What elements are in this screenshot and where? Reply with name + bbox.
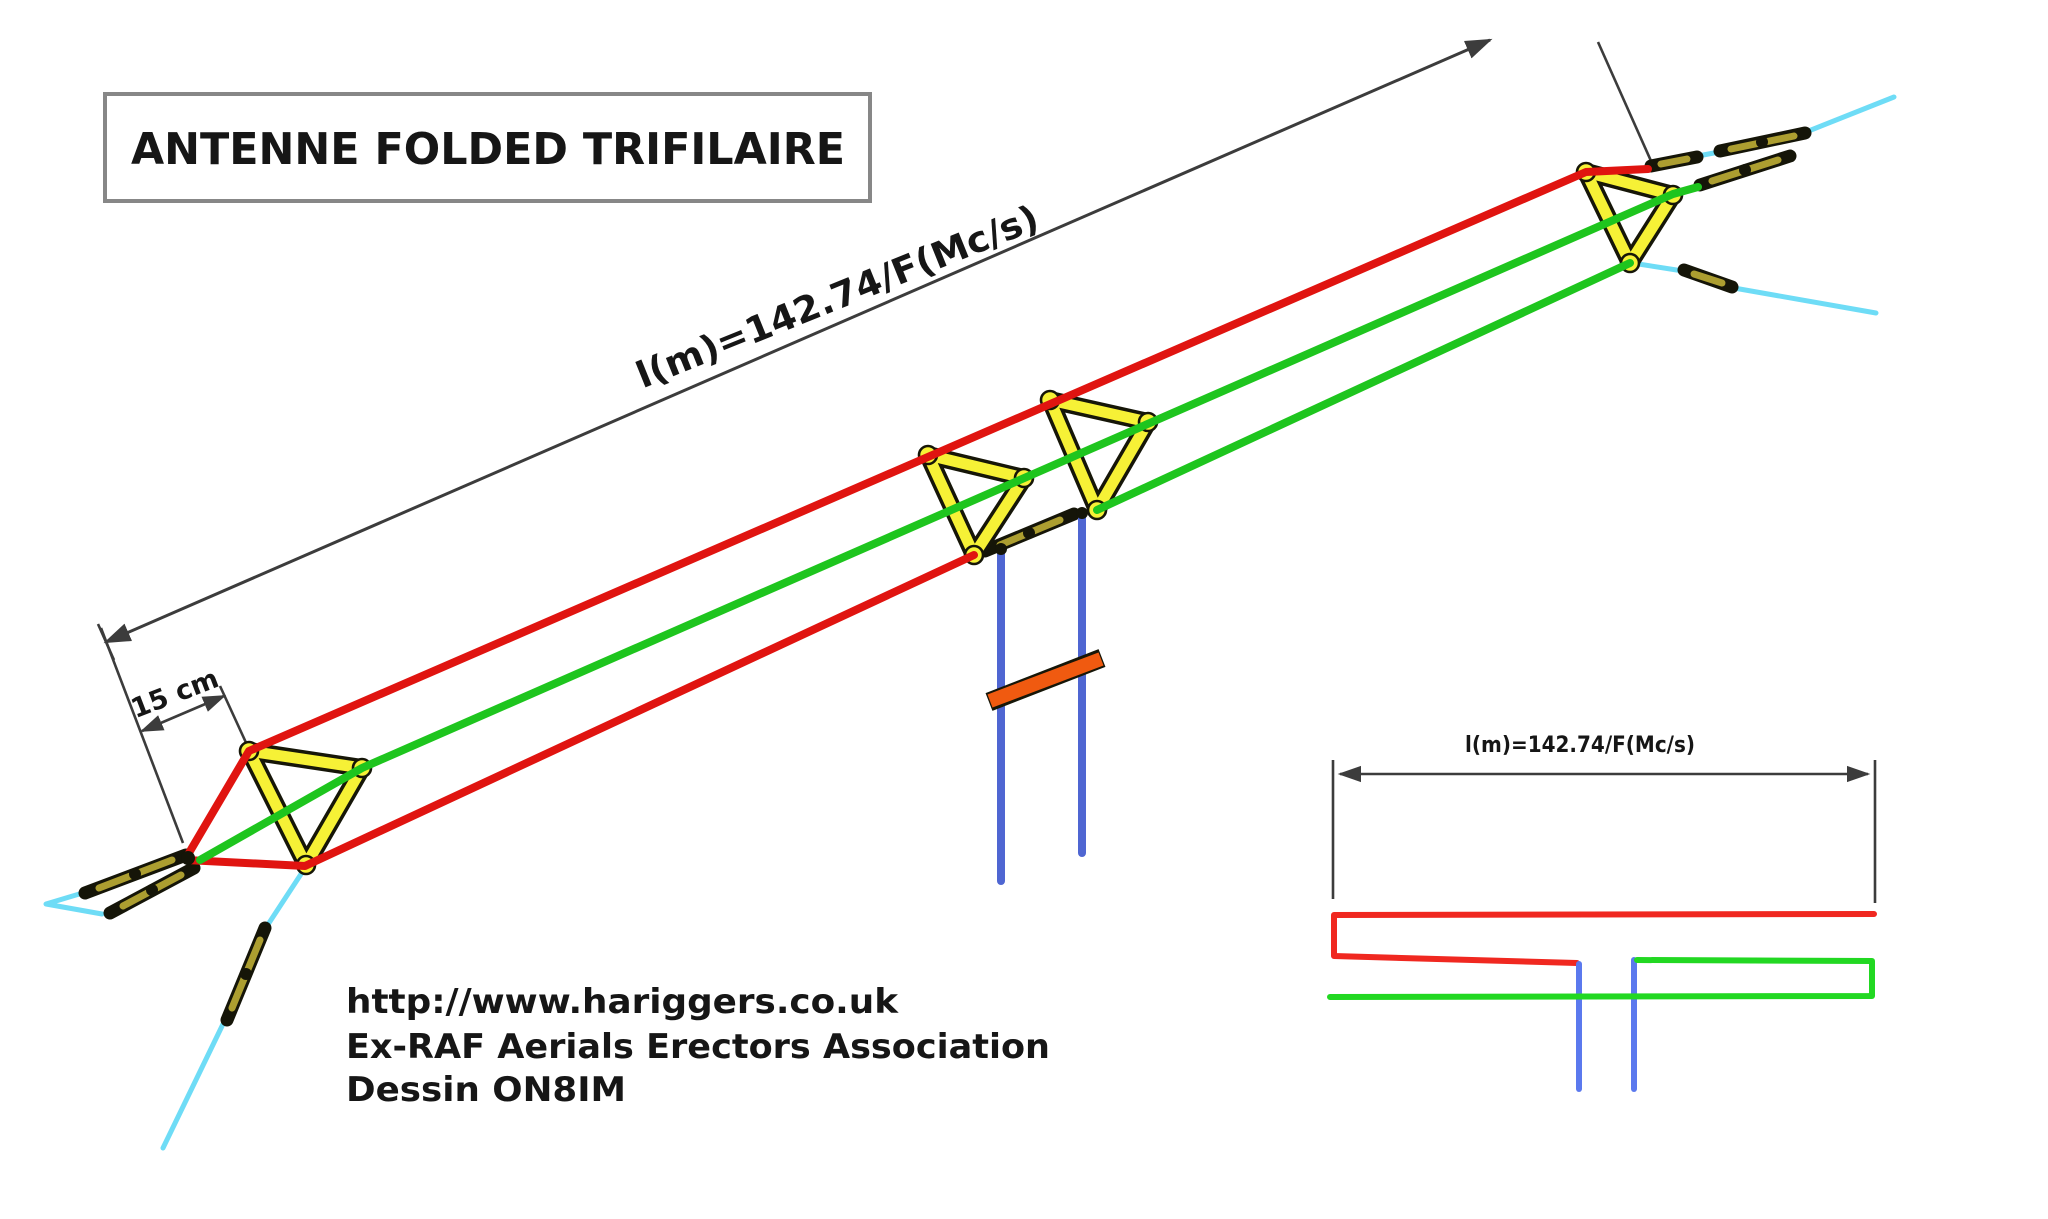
main-dimension-line bbox=[103, 38, 1493, 644]
guy-left-lower-a bbox=[264, 865, 308, 929]
spreader-triangle-mid-right bbox=[1039, 389, 1159, 521]
guy-left-lower-b bbox=[160, 1019, 227, 1151]
inset-schematic: l(m)=142.74/F(Mc/s) bbox=[1327, 733, 1877, 1092]
wire-bottom-right-green bbox=[1093, 259, 1634, 514]
guy-hook-left bbox=[43, 889, 105, 917]
inset-length-formula-label: l(m)=142.74/F(Mc/s) bbox=[1465, 733, 1695, 758]
insulator-left-lower bbox=[103, 861, 201, 920]
credits-block: http://www.hariggers.co.uk Ex-RAF Aerial… bbox=[346, 982, 1050, 1110]
title-box bbox=[103, 92, 872, 203]
feeder-connector-right bbox=[1076, 507, 1088, 519]
insulator-left-upper bbox=[78, 848, 193, 900]
credit-author: Dessin ON8IM bbox=[346, 1070, 626, 1110]
spreader-triangle-right bbox=[1575, 161, 1684, 274]
feedline bbox=[985, 507, 1106, 885]
credit-url: http://www.hariggers.co.uk bbox=[346, 982, 899, 1022]
feeder-connector-left bbox=[995, 543, 1007, 555]
inset-wire-green bbox=[1327, 957, 1875, 1000]
insulator-left-guy bbox=[220, 921, 272, 1027]
anchor-knot-left bbox=[181, 851, 195, 865]
extension-line-right bbox=[1596, 41, 1653, 162]
insulator-strings bbox=[78, 126, 1812, 1027]
wire-bottom-left-red bbox=[182, 551, 978, 870]
antenna-wires bbox=[181, 165, 1702, 870]
spreader-triangle-mid-left bbox=[917, 444, 1035, 566]
page-title: ANTENNE FOLDED TRIFILAIRE bbox=[131, 124, 845, 175]
dimension-lines bbox=[96, 38, 1653, 844]
guy-right-bottom-b bbox=[1731, 285, 1879, 316]
wire-top-red bbox=[182, 165, 1652, 862]
insulator-right-bottom bbox=[1677, 263, 1739, 294]
feeder-spacer-bar bbox=[987, 652, 1104, 708]
spreader-dimension-line bbox=[139, 694, 227, 733]
insulator-right-middle bbox=[1693, 149, 1797, 192]
wire-front-green bbox=[196, 183, 1702, 864]
guy-lines bbox=[43, 94, 1897, 1151]
insulator-right-top-b bbox=[1713, 126, 1812, 158]
length-formula-label: l(m)=142.74/F(Mc/s) bbox=[631, 198, 1045, 397]
spreader-extension-line bbox=[218, 685, 250, 748]
insulator-right-top-a bbox=[1644, 150, 1704, 173]
extension-line-left bbox=[99, 627, 185, 844]
guy-right-top bbox=[1803, 94, 1897, 135]
guy-right-bottom-a bbox=[1629, 260, 1686, 274]
inset-wire-red bbox=[1331, 911, 1877, 966]
spreader-triangle-left bbox=[238, 740, 373, 876]
credit-association: Ex-RAF Aerials Erectors Association bbox=[346, 1027, 1050, 1067]
